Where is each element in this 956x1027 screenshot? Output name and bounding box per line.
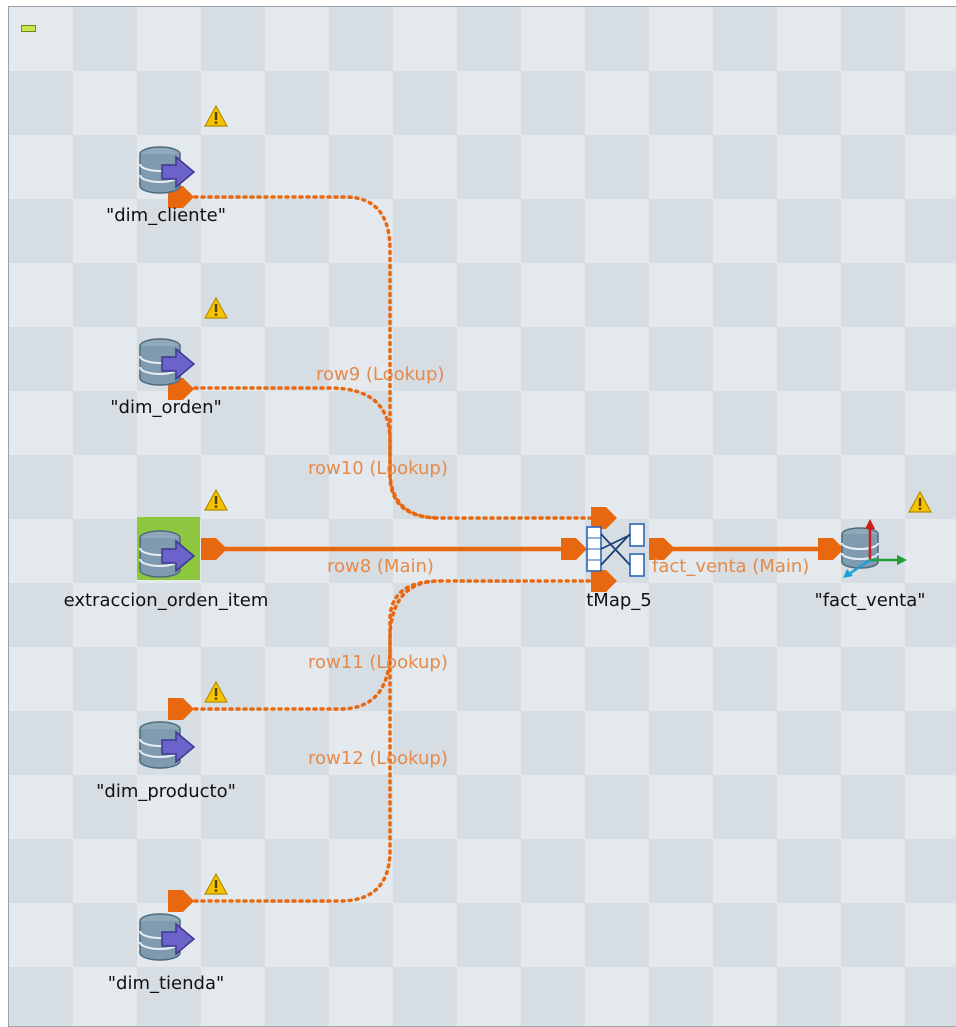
connector-port[interactable]: [591, 507, 617, 529]
warning-icon: [204, 297, 228, 319]
component-label: "dim_cliente": [106, 205, 226, 226]
link-row10[interactable]: [193, 386, 442, 520]
db-output-icon: [841, 519, 907, 578]
component-extraccion-orden-item[interactable]: extraccion_orden_item: [64, 489, 269, 611]
link-label-row10[interactable]: row10 (Lookup): [308, 458, 448, 479]
link-label-row8[interactable]: row8 (Main): [327, 556, 434, 577]
component-dim-cliente[interactable]: "dim_cliente": [106, 105, 228, 226]
tmap-icon: [586, 523, 645, 577]
warning-icon: [204, 489, 228, 511]
db-input-icon: [139, 913, 195, 961]
connector-port[interactable]: [818, 538, 844, 560]
link-row9[interactable]: [193, 195, 592, 520]
link-label-row9[interactable]: row9 (Lookup): [316, 364, 444, 385]
component-label: extraccion_orden_item: [64, 590, 269, 611]
link-label-row12[interactable]: row12 (Lookup): [308, 748, 448, 769]
component-dim-tienda[interactable]: "dim_tienda": [108, 873, 228, 994]
warning-icon: [204, 681, 228, 703]
component-label: tMap_5: [586, 590, 652, 611]
db-input-icon: [139, 146, 195, 194]
connector-port[interactable]: [591, 570, 617, 592]
link-label-row11[interactable]: row11 (Lookup): [308, 652, 448, 673]
db-input-icon: [139, 338, 195, 386]
connector-port[interactable]: [561, 538, 587, 560]
connector-port[interactable]: [201, 538, 227, 560]
component-label: "dim_producto": [96, 781, 236, 802]
warning-icon: [908, 491, 932, 513]
warning-icon: [204, 873, 228, 895]
link-label-fact-venta[interactable]: fact_venta (Main): [652, 556, 809, 577]
component-label: "fact_venta": [814, 590, 925, 611]
minimize-icon[interactable]: [21, 25, 36, 32]
component-label: "dim_tienda": [108, 973, 225, 994]
connector-port[interactable]: [168, 890, 194, 912]
link-row12[interactable]: [193, 579, 442, 903]
component-dim-producto[interactable]: "dim_producto": [96, 681, 236, 802]
component-dim-orden[interactable]: "dim_orden": [110, 297, 228, 418]
component-label: "dim_orden": [110, 397, 222, 418]
warning-icon: [204, 105, 228, 127]
db-input-icon: [139, 721, 195, 769]
connector-port[interactable]: [168, 698, 194, 720]
component-fact-venta[interactable]: "fact_venta": [814, 491, 932, 611]
component-tmap-5[interactable]: tMap_5: [586, 523, 652, 611]
